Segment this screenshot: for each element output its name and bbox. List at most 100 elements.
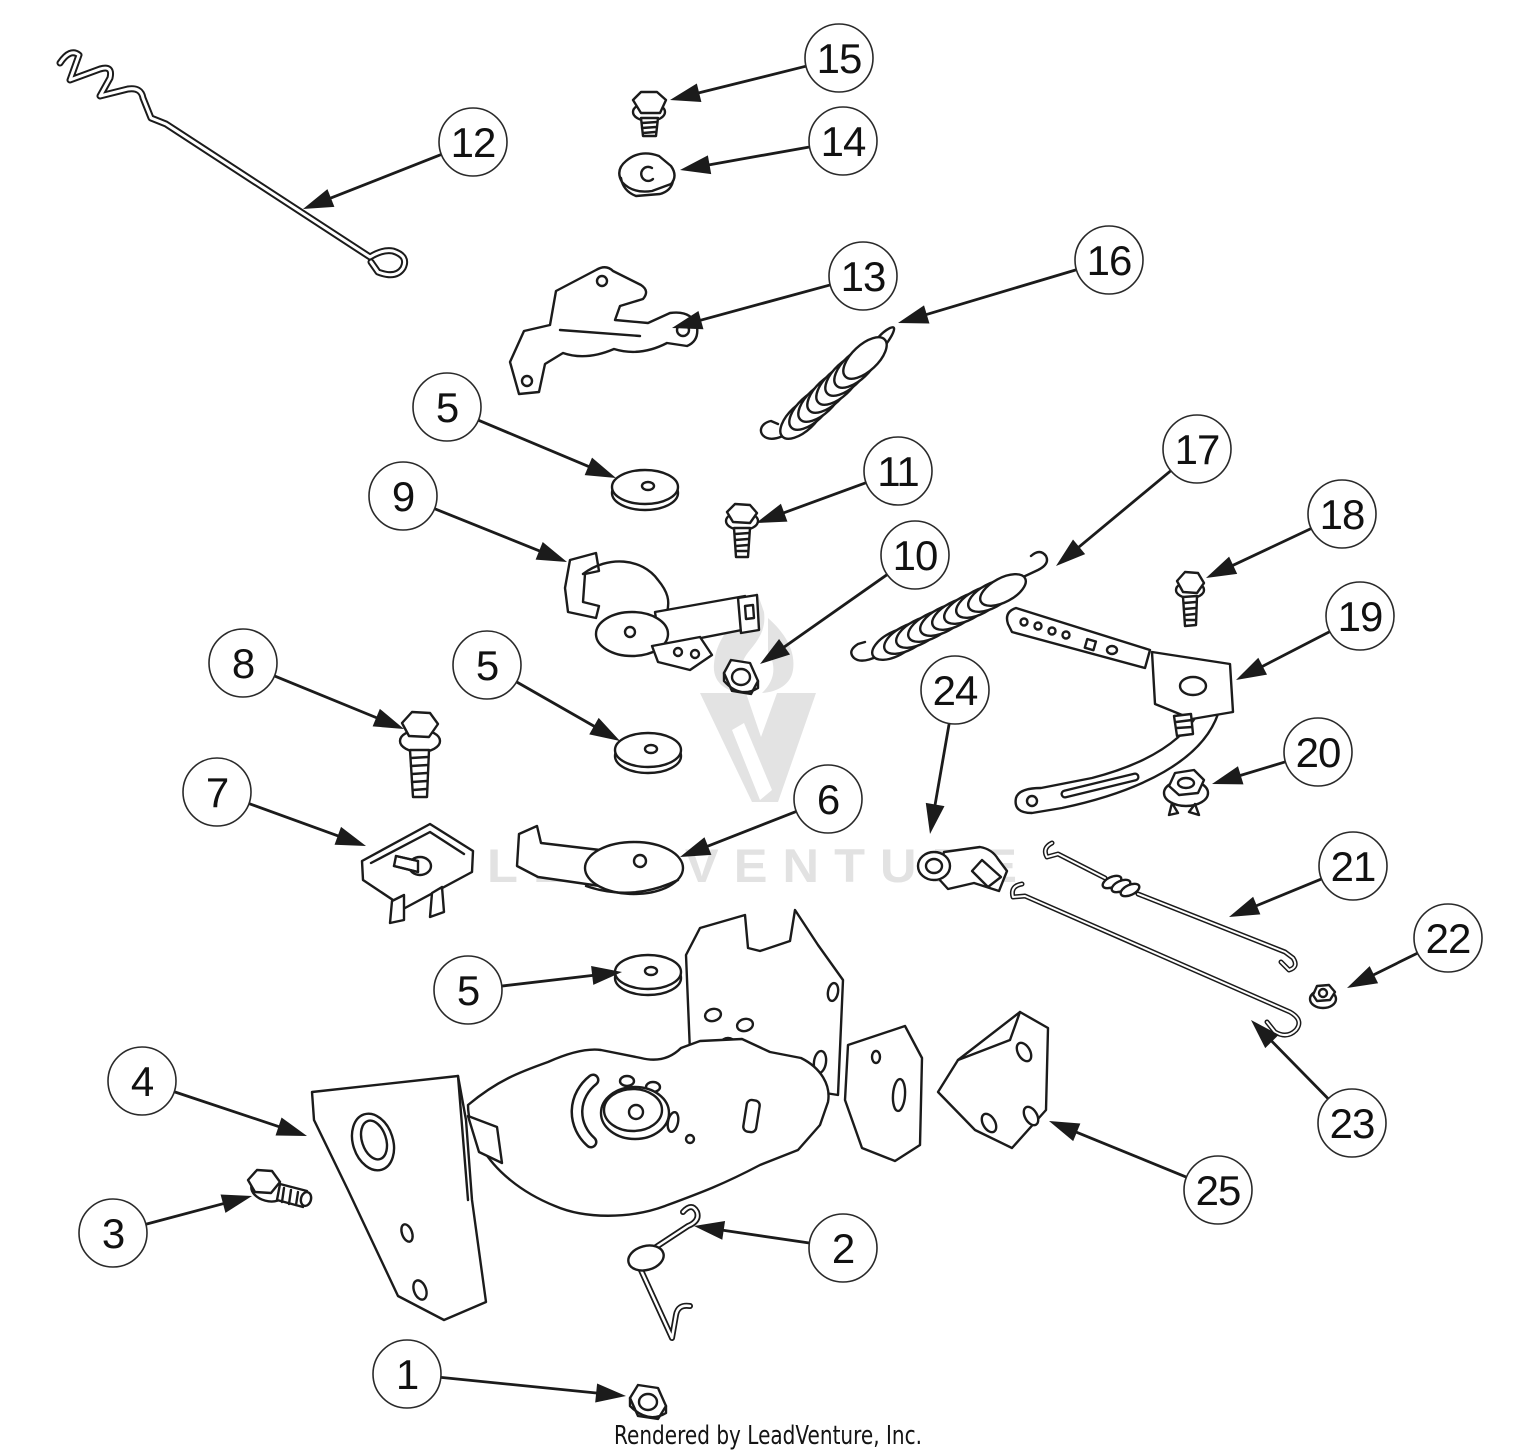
callout-number: 5: [476, 642, 498, 689]
callout-balloon: [793, 764, 863, 834]
arrowhead-icon: [595, 1383, 626, 1403]
callout-number: 18: [1320, 491, 1365, 538]
part-10-nut: [722, 658, 760, 696]
part-17-spring: [850, 550, 1049, 662]
arrowhead-icon: [760, 638, 791, 664]
arrowhead-icon: [372, 708, 404, 729]
callout-21: 21: [1229, 831, 1388, 917]
arrowhead-icon: [1056, 539, 1086, 566]
callout-number: 10: [893, 532, 938, 579]
part-9-lever-assembly: [563, 551, 761, 672]
callout-number: 22: [1426, 915, 1471, 962]
callout-balloon: [863, 436, 933, 506]
callout-number: 15: [817, 35, 862, 82]
callout-balloon: [438, 107, 508, 177]
callout-balloon: [208, 628, 278, 698]
arrowhead-icon: [672, 310, 704, 330]
callout-16: 16: [898, 225, 1144, 324]
part-5-washer-lower: [613, 953, 683, 997]
arrowhead-icon: [220, 1194, 252, 1213]
part-25-bracket: [936, 1010, 1050, 1150]
callout-balloon: [1074, 225, 1144, 295]
callout-balloon: [1317, 1088, 1387, 1158]
callout-balloon: [828, 241, 898, 311]
callout-18: 18: [1206, 479, 1377, 578]
callout-5-1: 5: [412, 372, 616, 478]
callout-number: 13: [841, 253, 886, 300]
arrowhead-icon: [535, 541, 567, 562]
arrowhead-icon: [1206, 556, 1238, 578]
part-4-main-bracket: [310, 908, 924, 1322]
callout-balloon: [920, 655, 990, 725]
spring-17-coils: [871, 572, 1027, 662]
callout-7: 7: [182, 757, 366, 846]
arrowhead-icon: [275, 1117, 307, 1136]
callout-balloon: [372, 1339, 442, 1409]
arrowhead-icon: [584, 457, 616, 478]
arrowhead-icon: [1251, 1020, 1279, 1049]
callout-12: 12: [303, 107, 508, 209]
part-24-cable-clamp: [916, 845, 1009, 893]
part-3-bolt: [246, 1168, 313, 1209]
callout-number: 24: [933, 667, 978, 714]
callout-balloon: [880, 520, 950, 590]
callout-number: 25: [1196, 1167, 1241, 1214]
arrowhead-icon: [680, 837, 712, 857]
part-21-rod: [1042, 840, 1298, 973]
spring-16-coils: [779, 336, 888, 440]
callout-balloon: [804, 23, 874, 93]
callout-17: 17: [1056, 414, 1232, 566]
callout-balloon: [368, 461, 438, 531]
callout-2: 2: [694, 1213, 878, 1283]
callout-balloon: [808, 106, 878, 176]
callout-number: 3: [102, 1210, 124, 1257]
callout-number: 19: [1338, 593, 1383, 640]
callout-number: 17: [1175, 426, 1220, 473]
part-15-screw: [631, 90, 668, 138]
part-20-flange-nut: [1162, 768, 1210, 817]
part-14-cam-disc: [618, 152, 676, 198]
callout-13: 13: [672, 241, 898, 330]
part-19-throttle-lever: [1005, 606, 1235, 815]
part-2-wire: [627, 1204, 701, 1341]
arrowhead-icon: [680, 155, 712, 175]
arrowhead-icon: [1229, 896, 1261, 917]
callout-number: 20: [1296, 729, 1341, 776]
part-1-nut: [628, 1383, 668, 1421]
arrowhead-icon: [756, 503, 788, 523]
callout-number: 4: [131, 1058, 154, 1105]
callout-20: 20: [1212, 717, 1353, 787]
callout-5-0: 5: [433, 955, 622, 1025]
callout-8: 8: [208, 628, 404, 729]
part-12-control-rod: [56, 49, 409, 279]
callout-balloon: [412, 372, 482, 442]
callout-25: 25: [1049, 1121, 1253, 1225]
callout-balloon: [78, 1198, 148, 1268]
part-5-washer-middle: [613, 731, 683, 775]
callout-number: 2: [832, 1225, 854, 1272]
arrowhead-icon: [303, 189, 335, 209]
callout-number: 9: [392, 473, 414, 520]
callout-number: 14: [821, 118, 866, 165]
callout-number: 11: [877, 448, 919, 495]
callout-5-2: 5: [452, 630, 620, 741]
callout-1: 1: [372, 1339, 626, 1409]
callout-number: 21: [1331, 843, 1376, 890]
arrowhead-icon: [1049, 1121, 1081, 1142]
callout-balloon: [1318, 831, 1388, 901]
callout-number: 23: [1330, 1100, 1375, 1147]
callout-11: 11: [756, 436, 933, 523]
callout-number: 5: [436, 384, 458, 431]
callout-24: 24: [920, 655, 990, 834]
callout-number: 7: [206, 769, 228, 816]
arrowhead-icon: [1236, 657, 1268, 680]
callout-balloon: [107, 1046, 177, 1116]
callout-15: 15: [670, 23, 874, 102]
callout-balloon: [1183, 1155, 1253, 1225]
arrowhead-icon: [334, 826, 366, 846]
part-5-washer-top: [610, 468, 680, 512]
callout-number: 16: [1087, 237, 1132, 284]
arrowhead-icon: [1347, 966, 1379, 988]
part-7-cage-clip: [360, 822, 475, 925]
